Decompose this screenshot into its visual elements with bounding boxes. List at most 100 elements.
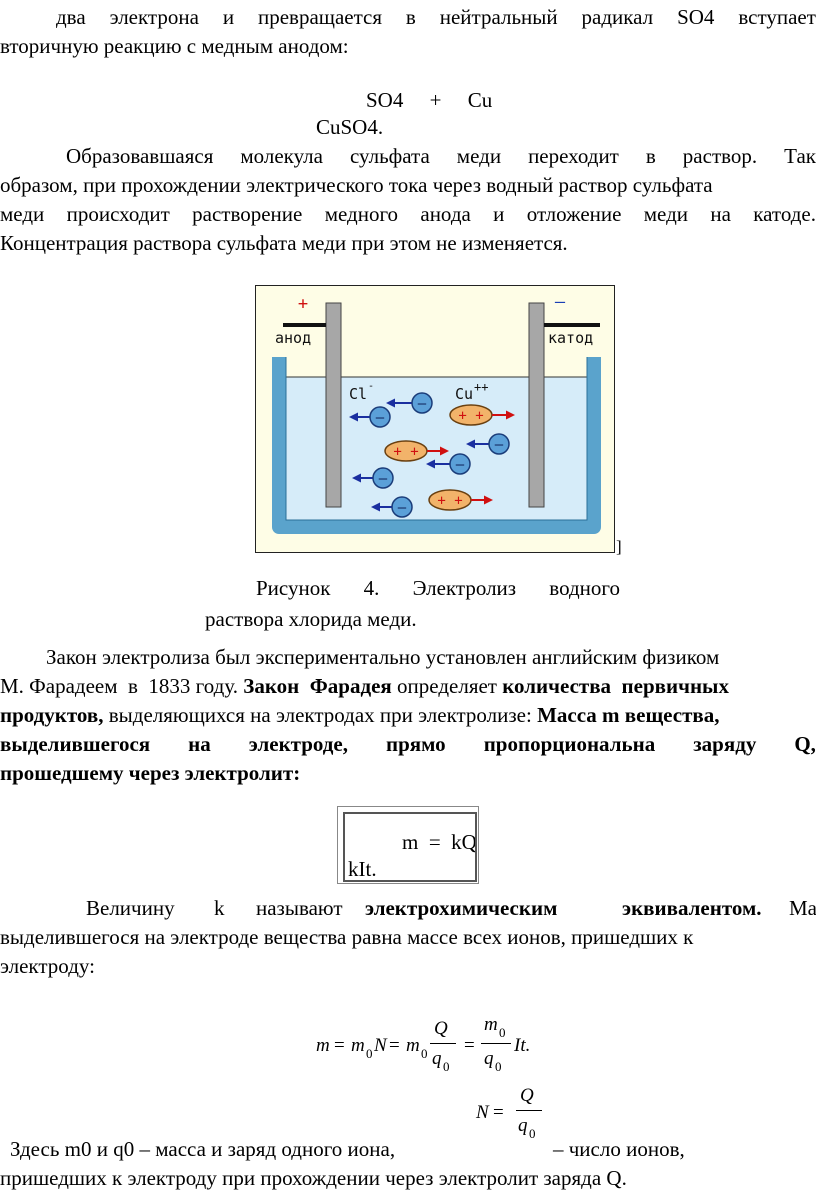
anode-electrode xyxy=(325,302,342,508)
formula-top: m = kQ xyxy=(402,830,477,854)
chloride-label: Cl xyxy=(349,385,367,403)
word: Так xyxy=(784,144,816,168)
para4-line2: выделившегося на электроде вещества равн… xyxy=(0,925,694,949)
svg-text:–: – xyxy=(376,410,385,426)
math-symbol: 0 xyxy=(443,1059,450,1074)
bold-text: продуктов, xyxy=(0,703,104,727)
figure-trailing-mark: ] xyxy=(616,537,622,556)
word: выделившегося xyxy=(0,732,151,756)
para2-line4: Концентрация раствора сульфата меди при … xyxy=(0,231,568,255)
word: молекула xyxy=(240,144,323,168)
cathode-label: катод xyxy=(548,329,593,347)
svg-text:–: – xyxy=(495,437,504,453)
math-symbol: Q xyxy=(434,1018,448,1039)
word: происходит xyxy=(66,202,170,226)
para2-line3: меди происходит растворение медного анод… xyxy=(0,200,816,229)
word: Масса xyxy=(789,896,816,920)
word: растворение xyxy=(192,202,303,226)
math-symbol: q xyxy=(432,1048,442,1069)
para2-line1: Образовавшаяся молекула сульфата меди пе… xyxy=(66,142,816,171)
word: 4. xyxy=(363,576,380,600)
svg-text:–: – xyxy=(418,396,427,412)
bold-text: Закон Фарадея xyxy=(243,674,392,698)
chloride-ion: – xyxy=(466,433,510,455)
copper-ion: + + xyxy=(384,440,449,462)
chloride-ion: – xyxy=(426,453,471,475)
chloride-ion: – xyxy=(352,467,394,489)
minus-sign: – xyxy=(555,292,566,312)
math-symbol: 0 xyxy=(499,1025,506,1040)
caption-line1: Рисунок 4. Электролиз водного xyxy=(256,574,620,603)
formula-mass: m = m 0 N = m 0 Q q 0 = m 0 q 0 It. xyxy=(316,1008,556,1078)
bold-word: эквивалентом. xyxy=(622,896,762,920)
svg-text:+ +: + + xyxy=(437,493,462,509)
math-symbol: = xyxy=(493,1102,504,1123)
svg-text:–: – xyxy=(379,471,388,487)
reaction-rhs: CuSO4. xyxy=(316,115,384,139)
word: два xyxy=(56,5,86,29)
word: переходит xyxy=(528,144,619,168)
word: Величину xyxy=(86,896,175,920)
word: катоде. xyxy=(753,202,816,226)
word: превращается xyxy=(257,5,383,29)
reaction-lhs: SO4 + Cu xyxy=(366,88,493,112)
math-symbol: m xyxy=(484,1014,498,1035)
text: определяет xyxy=(391,674,503,698)
word: Образовавшаяся xyxy=(66,144,214,168)
math-symbol: = xyxy=(334,1035,345,1056)
anode-label: анод xyxy=(275,329,311,347)
plus-sign: + xyxy=(298,294,308,314)
math-symbol: N xyxy=(476,1102,489,1123)
para3-line1: Закон электролиза был экспериментально у… xyxy=(46,645,720,669)
copper-charge: ++ xyxy=(474,380,488,394)
bold-text: количества первичных xyxy=(502,674,729,698)
word: раствор. xyxy=(682,144,758,168)
text: М. Фарадеем в 1833 году. xyxy=(0,674,244,698)
word: сульфата xyxy=(349,144,430,168)
bold-text: Масса m вещества, xyxy=(537,703,720,727)
word: на xyxy=(710,202,731,226)
para3-line2: М. Фарадеем в 1833 году. Закон Фарадея о… xyxy=(0,672,729,701)
chloride-charge: - xyxy=(368,381,374,392)
fraction-bar xyxy=(516,1110,542,1111)
formula-bottom: kIt. xyxy=(348,857,377,881)
chloride-ion: – xyxy=(386,392,433,414)
para5-line1-b: – число ионов, xyxy=(553,1137,685,1161)
word: электроде, xyxy=(248,732,349,756)
math-symbol: It. xyxy=(514,1035,531,1056)
para2-line2: образом, при прохождении электрического … xyxy=(0,173,713,197)
word: в xyxy=(405,5,416,29)
chloride-ion: – xyxy=(349,406,391,428)
word: радикал xyxy=(581,5,654,29)
word: Рисунок xyxy=(256,576,331,600)
word: и xyxy=(493,202,505,226)
fraction-bar xyxy=(430,1043,456,1044)
chloride-ion: – xyxy=(371,496,413,518)
word: меди xyxy=(456,144,502,168)
math-symbol: 0 xyxy=(421,1046,428,1061)
svg-text:–: – xyxy=(398,500,407,516)
formula-ion-count: N = Q q 0 xyxy=(476,1078,556,1148)
cathode-electrode xyxy=(528,302,545,508)
word: нейтральный xyxy=(439,5,558,29)
math-symbol: Q xyxy=(520,1085,534,1106)
formula-box: m = kQ kIt. xyxy=(337,806,479,884)
word: заряду xyxy=(693,732,757,756)
para4-line1: Величину k называют электрохимическим эк… xyxy=(0,894,816,923)
math-symbol: m xyxy=(316,1035,330,1056)
word: анода xyxy=(420,202,471,226)
svg-text:+ +: + + xyxy=(458,408,483,424)
math-symbol: 0 xyxy=(529,1126,536,1141)
word: называют xyxy=(256,896,343,920)
para5-line1-a: Здесь m0 и q0 – масса и заряд одного ион… xyxy=(10,1137,396,1161)
math-symbol: = xyxy=(389,1035,400,1056)
bold-word: электрохимическим xyxy=(365,896,558,920)
caption-line2: раствора хлорида меди. xyxy=(205,607,417,631)
para1-line2: вторичную реакцию с медным анодом: xyxy=(0,34,349,58)
word: пропорциональна xyxy=(483,732,656,756)
fraction-bar xyxy=(481,1043,511,1044)
word: Электролиз xyxy=(412,576,517,600)
para3-line5: прошедшему через электролит: xyxy=(0,761,301,785)
math-symbol: = xyxy=(464,1035,475,1056)
text: выделяющихся на электродах при электроли… xyxy=(103,703,538,727)
